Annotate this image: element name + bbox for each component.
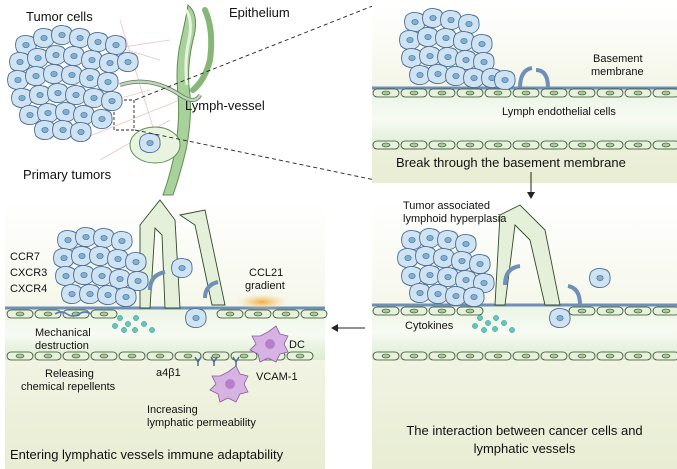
panel-interaction [372, 200, 677, 469]
zoom-line-top [134, 4, 376, 101]
label-tumor-cells: Tumor cells [26, 9, 93, 24]
label-gradient: gradient [245, 280, 285, 292]
dc-cell [249, 325, 289, 363]
label-primary-tumors: Primary tumors [23, 167, 112, 182]
label-permeability-2: lymphatic permeability [147, 417, 256, 429]
label-integrin: a4β1 [156, 367, 181, 379]
arrow-down-icon [527, 192, 535, 199]
label-basement-2: membrane [591, 66, 644, 78]
label-cxcr4: CXCR4 [10, 283, 48, 295]
panel-entering [5, 199, 328, 469]
label-cytokines: Cytokines [405, 320, 454, 332]
caption-break-through: Break through the basement membrane [396, 155, 626, 170]
label-releasing-1: Releasing [45, 368, 94, 380]
panel-break-basement [372, 5, 677, 183]
label-releasing-2: chemical repellents [21, 381, 116, 393]
arrow-left-icon [331, 324, 338, 332]
permeability-cell [209, 365, 249, 403]
label-hyperplasia-1: Tumor associated [403, 200, 491, 212]
caption-interaction-2: lymphatic vessels [473, 441, 576, 456]
label-ccl21: CCL21 [249, 267, 284, 279]
label-dc: DC [289, 339, 305, 351]
caption-interaction-1: The interaction between cancer cells and [406, 423, 643, 438]
overview-illustration [7, 4, 215, 196]
zoom-line-bottom [134, 129, 376, 181]
label-mechanical-1: Mechanical [35, 327, 91, 339]
label-basement-1: Basement [593, 53, 643, 65]
label-mechanical-2: destruction [35, 340, 89, 352]
label-vcam: VCAM-1 [256, 371, 298, 383]
label-epithelium: Epithelium [229, 5, 290, 20]
label-lymph-vessel: Lymph-vessel [185, 98, 265, 113]
label-cxcr3: CXCR3 [10, 267, 48, 279]
label-hyperplasia-2: lymphoid hyperplasia [403, 213, 507, 225]
label-lymph-endothelial: Lymph endothelial cells [502, 106, 616, 118]
label-ccr7: CCR7 [10, 251, 40, 263]
caption-entering: Entering lymphatic vessels immune adapta… [10, 447, 284, 462]
label-permeability-1: Increasing [147, 404, 198, 416]
